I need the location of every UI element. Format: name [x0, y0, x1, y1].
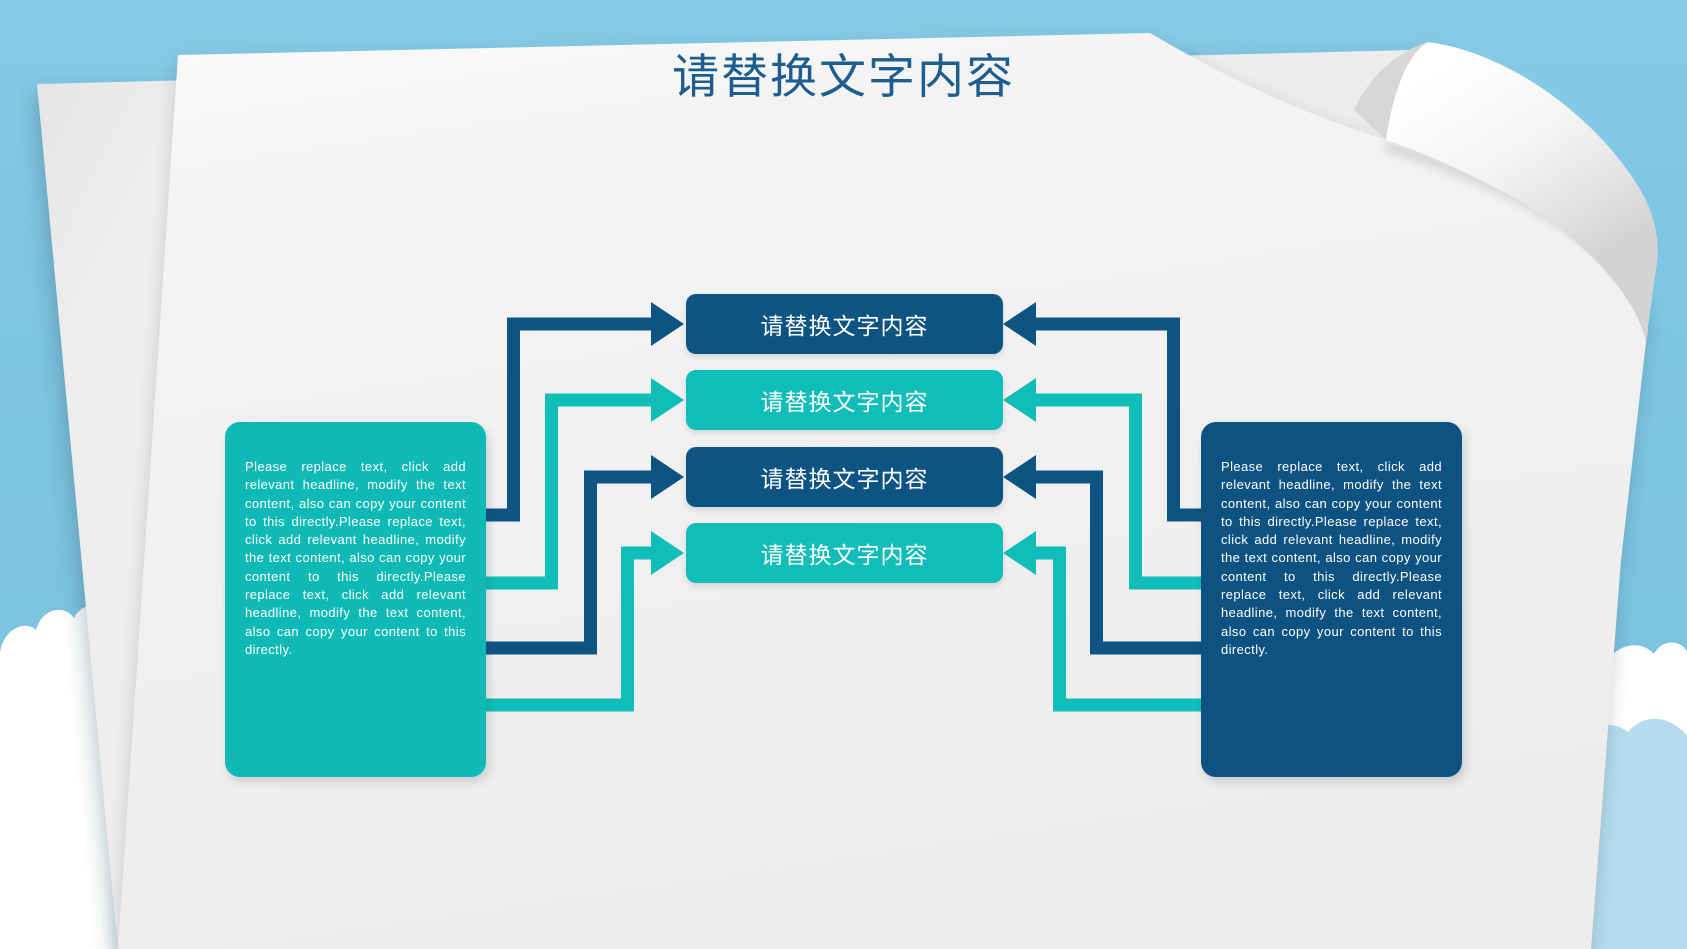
center-box-4[interactable]: 请替换文字内容 [686, 523, 1003, 583]
arrow-left-3-head [651, 455, 684, 499]
arrow-right-4-line [1035, 546, 1203, 712]
arrow-left-3-line [484, 470, 652, 655]
center-box-3-label: 请替换文字内容 [760, 466, 929, 492]
center-box-2-label: 请替换文字内容 [760, 389, 929, 415]
arrow-left-1-head [651, 302, 684, 346]
center-box-1-label: 请替换文字内容 [760, 313, 929, 339]
page-curl-underside [1354, 42, 1428, 140]
right-text-panel[interactable]: Please replace text, click add relevant … [1201, 422, 1462, 777]
arrow-left-4-line [484, 546, 652, 712]
center-box-4-label: 请替换文字内容 [760, 542, 929, 568]
page-curl [1386, 42, 1658, 342]
arrow-right-3-head [1003, 455, 1036, 499]
arrow-right-2-line [1035, 393, 1203, 590]
arrow-left-2-line [484, 393, 652, 590]
arrow-right-3-line [1035, 470, 1203, 655]
center-box-1[interactable]: 请替换文字内容 [686, 294, 1003, 354]
left-text-panel[interactable]: Please replace text, click add relevant … [225, 422, 486, 777]
arrow-left-2-head [651, 378, 684, 422]
right-panel-body-text: Please replace text, click add relevant … [1221, 459, 1442, 657]
left-panel-body-text: Please replace text, click add relevant … [245, 459, 466, 657]
arrow-right-4-head [1003, 531, 1036, 575]
center-box-3[interactable]: 请替换文字内容 [686, 447, 1003, 507]
slide-title[interactable]: 请替换文字内容 [672, 50, 1015, 103]
arrow-right-2-head [1003, 378, 1036, 422]
center-box-2[interactable]: 请替换文字内容 [686, 370, 1003, 430]
arrow-right-1-line [1035, 317, 1203, 522]
arrow-left-4-head [651, 531, 684, 575]
arrow-left-1-line [484, 317, 652, 522]
arrow-right-1-head [1003, 302, 1036, 346]
